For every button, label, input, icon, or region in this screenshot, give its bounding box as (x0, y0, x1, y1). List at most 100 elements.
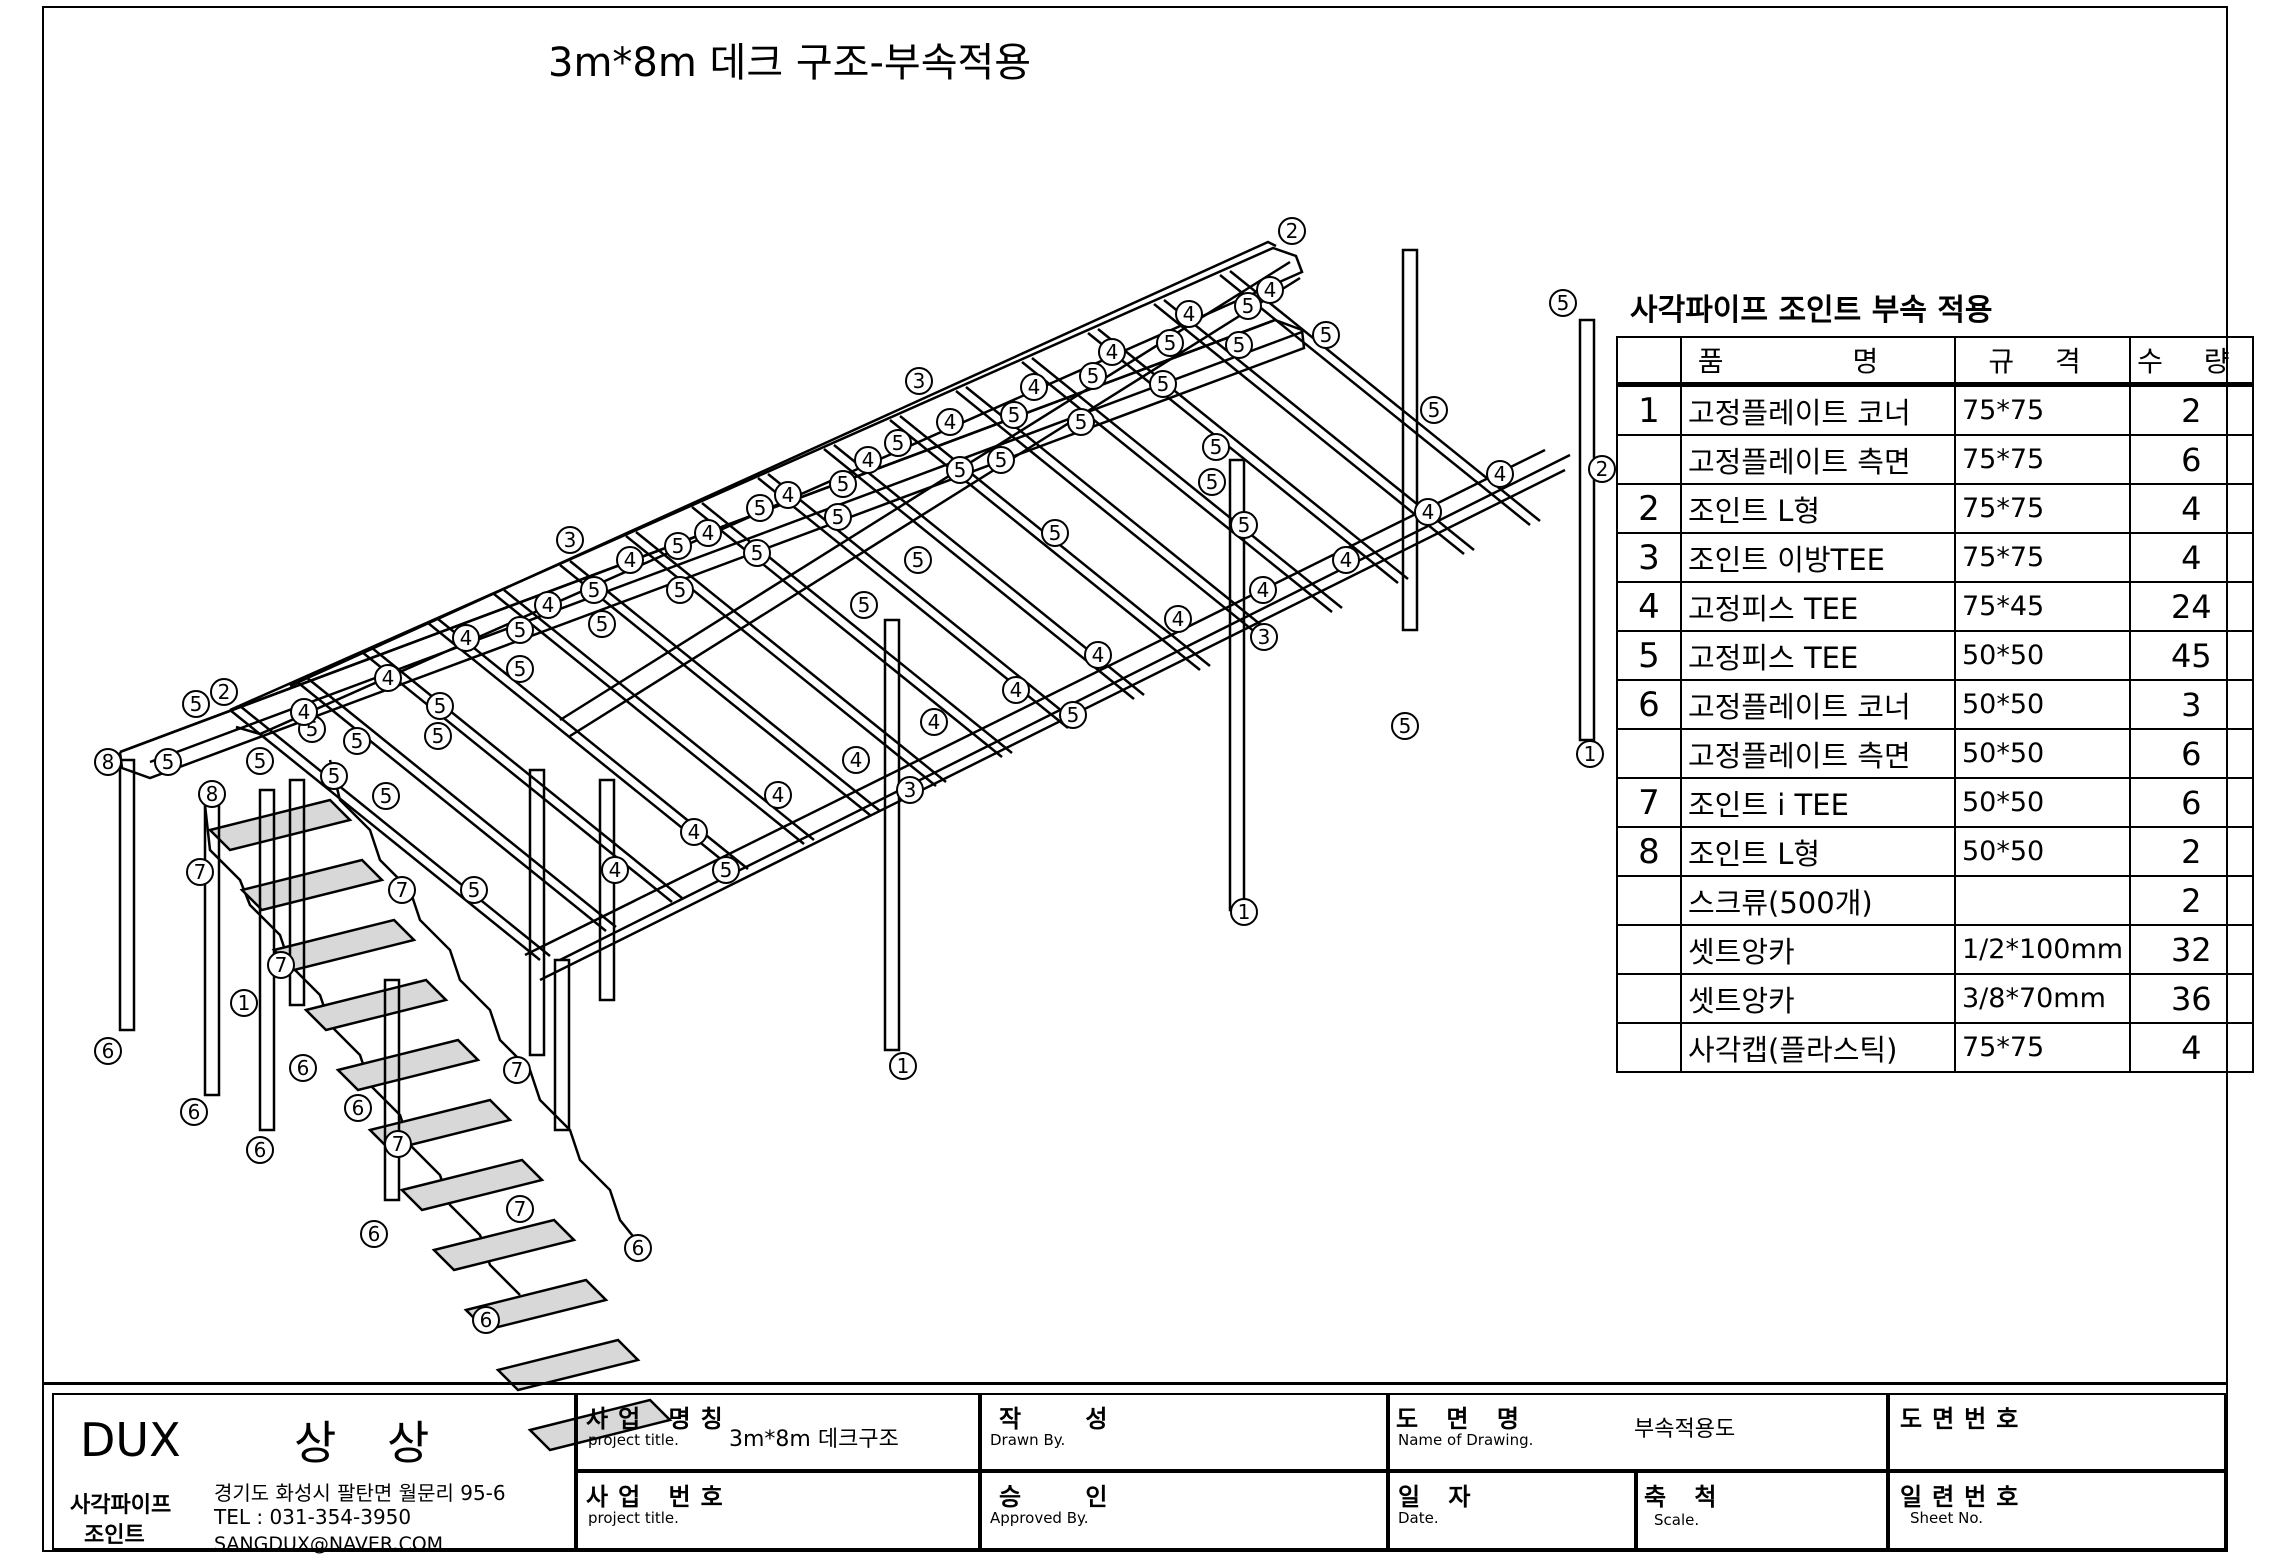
svg-text:4: 4 (862, 448, 875, 472)
part-no (1616, 434, 1682, 485)
svg-text:4: 4 (1494, 462, 1507, 486)
part-callout: 6 (624, 1234, 652, 1262)
svg-text:4: 4 (298, 700, 311, 724)
svg-text:5: 5 (328, 764, 341, 788)
part-callout: 4 (1486, 460, 1514, 488)
joist (889, 419, 1201, 671)
joist-edge (503, 589, 815, 841)
part-qty: 36 (2129, 973, 2254, 1024)
part-callout: 5 (320, 762, 348, 790)
part-callout: 4 (936, 408, 964, 436)
svg-text:6: 6 (368, 1222, 381, 1246)
company-cell (52, 1393, 576, 1550)
part-no (1616, 875, 1682, 926)
part-qty: 4 (2129, 1022, 2254, 1073)
drawn-cell (980, 1393, 1388, 1471)
part-spec: 3/8*70mm (1953, 973, 2132, 1024)
joist-edge (965, 386, 1277, 638)
part-callout: 4 (534, 591, 562, 619)
part-qty: 6 (2129, 434, 2254, 485)
joist-edge (305, 676, 617, 928)
svg-text:1: 1 (238, 991, 251, 1015)
svg-text:5: 5 (832, 505, 845, 529)
part-name: 고정피스 TEE (1680, 581, 1956, 632)
parts-header-cell: 품 명 (1680, 336, 1956, 387)
svg-text:1: 1 (1238, 900, 1251, 924)
sheet-no-cell (1888, 1471, 2226, 1550)
joist (1021, 361, 1333, 613)
part-qty: 6 (2129, 777, 2254, 828)
drawing-name-cell (1388, 1393, 1888, 1471)
part-spec: 50*50 (1953, 630, 2132, 681)
svg-text:4: 4 (1010, 678, 1023, 702)
part-qty: 4 (2129, 532, 2254, 583)
svg-text:5: 5 (672, 534, 685, 558)
support-post (288, 778, 306, 1007)
part-name: 조인트 이방TEE (1680, 532, 1956, 583)
part-callout: 5 (1041, 519, 1069, 547)
part-no: 6 (1616, 679, 1682, 730)
part-callout: 1 (1576, 740, 1604, 768)
part-name: 고정피스 TEE (1680, 630, 1956, 681)
stair-tread (335, 1038, 481, 1092)
svg-text:4: 4 (460, 626, 473, 650)
company-address: 경기도 화성시 팔탄면 월문리 95-6 (214, 1481, 506, 1505)
part-spec: 50*50 (1953, 728, 2132, 779)
support-post (1578, 318, 1596, 742)
svg-text:5: 5 (432, 724, 445, 748)
part-callout: 5 (1420, 396, 1448, 424)
part-callout: 3 (1250, 623, 1278, 651)
part-callout: 5 (372, 782, 400, 810)
part-callout: 2 (1278, 217, 1306, 245)
svg-text:4: 4 (1106, 340, 1119, 364)
drawing-no-label: 도면번호 (1900, 1405, 2029, 1433)
part-qty: 3 (2129, 679, 2254, 730)
svg-text:4: 4 (1264, 278, 1277, 302)
part-callout: 5 (1067, 408, 1095, 436)
part-callout: 5 (580, 576, 608, 604)
support-post (383, 978, 401, 1202)
part-callout: 5 (824, 503, 852, 531)
part-qty: 2 (2129, 826, 2254, 877)
part-callout: 4 (694, 519, 722, 547)
joist-edge (1097, 328, 1409, 580)
svg-text:4: 4 (1172, 607, 1185, 631)
svg-text:5: 5 (596, 612, 609, 636)
part-name: 고정플레이트 코너 (1680, 383, 1956, 436)
part-qty: 6 (2129, 728, 2254, 779)
company-sub-2: 조인트 (84, 1523, 145, 1548)
part-callout: 5 (1149, 370, 1177, 398)
joist-edge (239, 705, 551, 957)
part-callout: 6 (246, 1136, 274, 1164)
svg-text:5: 5 (380, 784, 393, 808)
drawing-no-cell (1888, 1393, 2226, 1471)
svg-text:5: 5 (1008, 403, 1021, 427)
part-callout: 4 (1020, 373, 1048, 401)
joist (955, 390, 1267, 642)
approved-label-en: Approved By. (990, 1509, 1089, 1527)
part-callout: 7 (388, 876, 416, 904)
part-callout: 5 (246, 747, 274, 775)
part-callout: 5 (1312, 321, 1340, 349)
part-callout: 4 (764, 781, 792, 809)
part-callout: 5 (1156, 329, 1184, 357)
part-callout: 5 (460, 876, 488, 904)
part-spec: 50*50 (1953, 826, 2132, 877)
part-spec: 75*75 (1953, 532, 2132, 583)
scale-cell (1636, 1471, 1888, 1550)
part-spec: 50*50 (1953, 777, 2132, 828)
part-no: 5 (1616, 630, 1682, 681)
part-callout: 7 (267, 951, 295, 979)
svg-text:5: 5 (1238, 513, 1251, 537)
part-no: 3 (1616, 532, 1682, 583)
svg-text:5: 5 (858, 593, 871, 617)
part-callout: 2 (210, 678, 238, 706)
svg-text:5: 5 (720, 858, 733, 882)
svg-text:4: 4 (382, 666, 395, 690)
